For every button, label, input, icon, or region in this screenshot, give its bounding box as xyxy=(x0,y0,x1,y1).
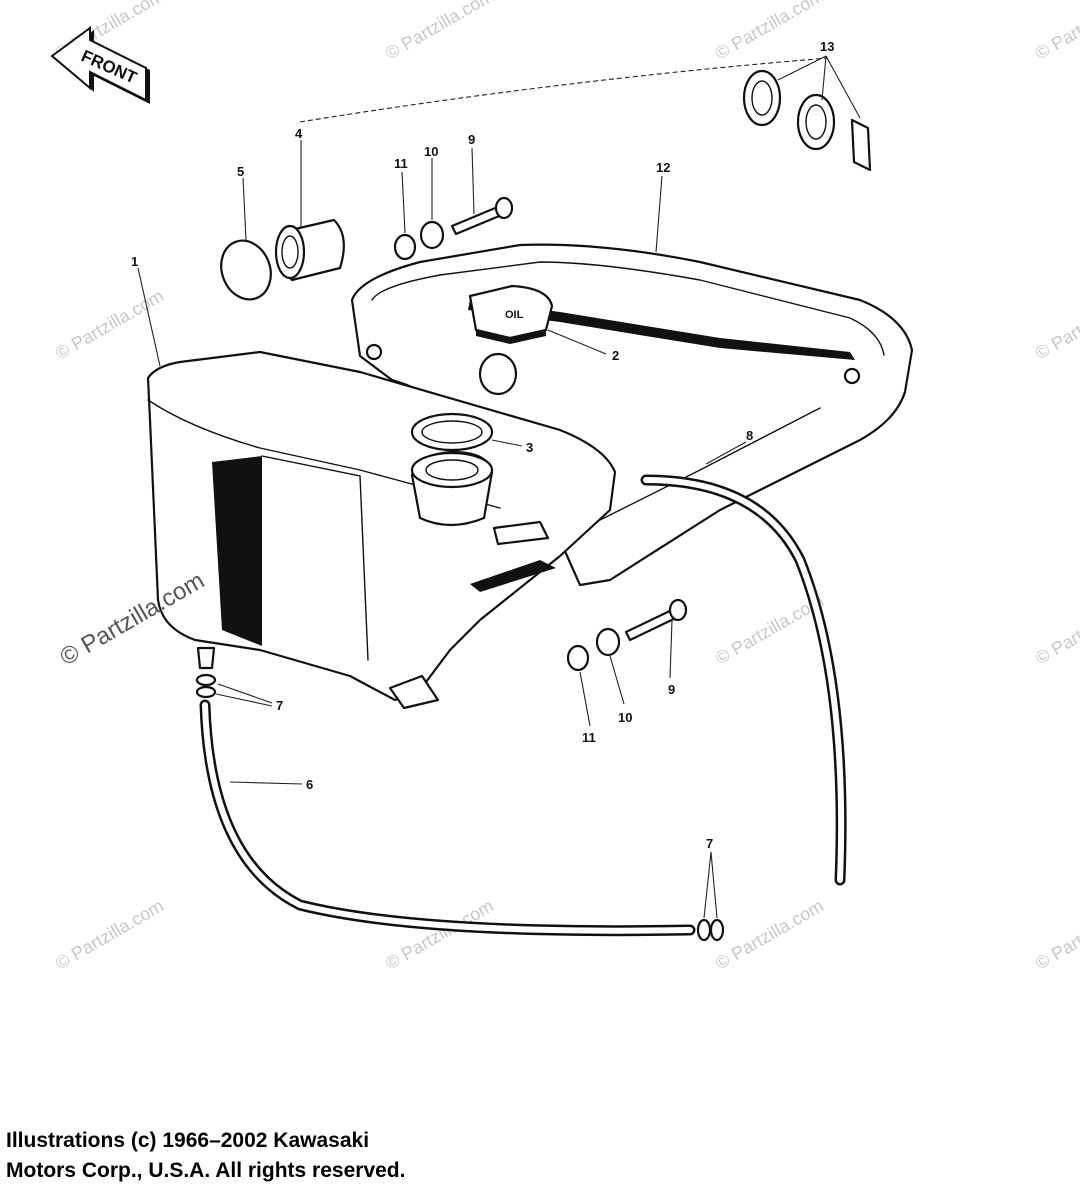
callout-10: 10 xyxy=(618,710,632,725)
callout-3: 3 xyxy=(526,440,533,455)
watermark: © Partzilla.com xyxy=(52,285,167,363)
oil-hose-part xyxy=(199,699,696,937)
callout-9: 9 xyxy=(468,132,475,147)
callout-13: 13 xyxy=(820,39,834,54)
copyright-line-1: Illustrations (c) 1966–2002 Kawasaki xyxy=(6,1129,370,1152)
watermark: © Partzilla.com xyxy=(712,0,827,63)
watermark: © Partzilla.com xyxy=(382,895,497,973)
watermark: © Partzilla.com xyxy=(1032,590,1080,668)
callout-9: 9 xyxy=(668,682,675,697)
watermark: © Partzilla.com xyxy=(1032,285,1080,363)
watermark: © Partzilla.com xyxy=(712,895,827,973)
bolt-upper-part xyxy=(450,196,514,236)
callout-7: 7 xyxy=(276,698,283,713)
watermark: © Partzilla.com xyxy=(1032,895,1080,973)
breather-hose-part xyxy=(640,474,847,886)
ring-inner xyxy=(805,104,827,140)
tank-outlet-nipple xyxy=(196,646,216,670)
hose-clamp-part xyxy=(709,918,725,942)
filler-cap-part xyxy=(274,218,345,282)
ring-part xyxy=(742,69,782,127)
bolt-lower-part xyxy=(624,598,688,642)
watermark: © Partzilla.com xyxy=(1032,0,1080,63)
leader-lines xyxy=(137,55,861,919)
callout-11: 11 xyxy=(582,730,596,745)
callout-8: 8 xyxy=(746,428,753,443)
filler-neck xyxy=(410,450,494,527)
callout-4: 4 xyxy=(295,126,303,141)
hose-clamp-part xyxy=(696,918,712,942)
cap-gasket-part xyxy=(410,412,494,452)
reference-line xyxy=(299,57,829,123)
hose-clamp-part xyxy=(195,673,217,687)
callout-2: 2 xyxy=(612,348,619,363)
oil-emblem-part: OIL xyxy=(468,284,554,344)
watermark: © Partzilla.com xyxy=(52,895,167,973)
ring-part xyxy=(796,93,836,151)
callout-11: 11 xyxy=(394,156,408,171)
copyright-notice: Illustrations (c) 1966–2002 Kawasaki Mot… xyxy=(6,1126,706,1186)
oil-cap-text: OIL xyxy=(505,309,524,321)
grommet xyxy=(365,343,383,361)
callout-5: 5 xyxy=(237,164,244,179)
copyright-line-2: Motors Corp., U.S.A. All rights reserved… xyxy=(6,1159,406,1182)
washer-upper-small-part xyxy=(393,233,417,261)
callout-12: 12 xyxy=(656,160,670,175)
callout-10: 10 xyxy=(424,144,438,159)
hose-clamp-part xyxy=(195,685,217,699)
washer-lower-part xyxy=(595,627,621,657)
callout-7: 7 xyxy=(706,836,713,851)
watermark: © Partzilla.com xyxy=(382,0,497,63)
grommet xyxy=(843,367,861,385)
ring-inner xyxy=(751,80,773,116)
outlet-pipe xyxy=(492,520,550,546)
callout-labels: 1 2 3 4 5 6 7 7 8 9 9 10 10 11 11 12 13 xyxy=(131,39,834,851)
clip-part xyxy=(850,118,872,172)
o-ring-part xyxy=(220,239,272,301)
washer-lower-small-part xyxy=(566,644,590,672)
cover-hole xyxy=(478,352,518,396)
callout-6: 6 xyxy=(306,777,313,792)
callout-1: 1 xyxy=(131,254,138,269)
oil-tank-part xyxy=(146,350,617,710)
washer-upper-part xyxy=(419,220,445,250)
front-arrow-icon: FRONT xyxy=(50,26,150,104)
